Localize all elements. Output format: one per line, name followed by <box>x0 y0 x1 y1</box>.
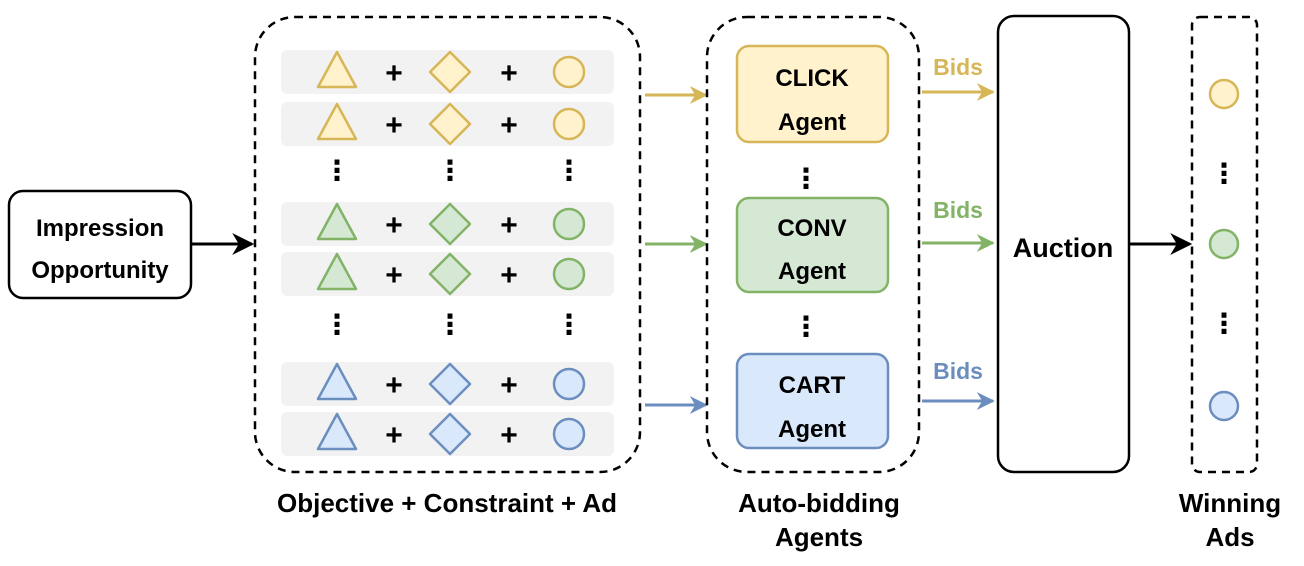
constraint-diamond-icon <box>428 252 472 296</box>
combo-ellipsis: ⋮ <box>555 155 583 186</box>
auction-box <box>996 14 1131 474</box>
combo-row-green: ++ <box>281 252 614 296</box>
constraint-diamond-icon <box>428 202 472 246</box>
winning-ad-yellow-circle-icon <box>1208 78 1240 110</box>
winning-caption-line2: Ads <box>1205 522 1254 552</box>
click-agent-box <box>735 44 890 144</box>
click-agent: CLICK Agent <box>735 44 890 144</box>
combo-ellipsis: ⋮ <box>436 309 464 340</box>
cart-bids-label: Bids <box>933 358 983 384</box>
agents-ellipsis-top: ⋮ <box>792 163 820 194</box>
objective-triangle-icon <box>316 50 358 89</box>
plus-sign: + <box>385 209 403 242</box>
combo-row-yellow: ++ <box>281 102 614 146</box>
winning-ad-green-circle-icon <box>1208 228 1240 260</box>
plus-sign: + <box>385 369 403 402</box>
plus-sign: + <box>500 109 518 142</box>
ad-circle-icon <box>552 367 586 401</box>
plus-sign: + <box>385 109 403 142</box>
combo-row-green: ++ <box>281 202 614 246</box>
combo-ellipses: ⋮ ⋮ ⋮ ⋮ ⋮ ⋮ <box>323 155 583 340</box>
ad-circle-icon <box>552 207 586 241</box>
constraint-diamond-icon <box>428 412 472 456</box>
impression-label-line2: Opportunity <box>31 257 169 284</box>
cart-agent-line2: Agent <box>778 416 846 443</box>
cart-agent-box <box>735 352 890 450</box>
conv-agent: CONV Agent <box>735 196 890 294</box>
conv-bids-label: Bids <box>933 197 983 223</box>
objective-triangle-icon <box>316 102 358 141</box>
combos-container <box>253 15 642 474</box>
impression-opportunity-node: Impression Opportunity <box>7 189 193 300</box>
ad-circle-icon <box>552 107 586 141</box>
objective-triangle-icon <box>316 412 358 451</box>
objective-triangle-icon <box>316 362 358 401</box>
click-bids-label: Bids <box>933 54 983 80</box>
combos-caption: Objective + Constraint + Ad <box>277 488 617 518</box>
conv-agent-line2: Agent <box>778 258 846 285</box>
winning-ellipsis-bottom: ⋮ <box>1210 308 1238 339</box>
combo-rows: ++++++++++++ <box>281 50 614 456</box>
constraint-diamond-icon <box>428 50 472 94</box>
conv-agent-line1: CONV <box>777 215 846 242</box>
agents-ellipsis-bottom: ⋮ <box>792 311 820 342</box>
click-agent-line2: Agent <box>778 109 846 136</box>
combo-ellipsis: ⋮ <box>555 309 583 340</box>
cart-agent-line1: CART <box>779 372 846 399</box>
winning-ad-blue-circle-icon <box>1208 390 1240 422</box>
combo-row-blue: ++ <box>281 412 614 456</box>
combo-ellipsis: ⋮ <box>323 309 351 340</box>
combo-row-yellow: ++ <box>281 50 614 94</box>
agents-caption-line2: Agents <box>775 522 863 552</box>
winning-caption-line1: Winning <box>1179 488 1281 518</box>
plus-sign: + <box>500 209 518 242</box>
combo-ellipsis: ⋮ <box>323 155 351 186</box>
constraint-diamond-icon <box>428 362 472 406</box>
plus-sign: + <box>500 259 518 292</box>
plus-sign: + <box>500 369 518 402</box>
combo-row-blue: ++ <box>281 362 614 406</box>
plus-sign: + <box>385 57 403 90</box>
plus-sign: + <box>500 57 518 90</box>
objective-triangle-icon <box>316 202 358 241</box>
objective-triangle-icon <box>316 252 358 291</box>
auction-label: Auction <box>1013 233 1114 263</box>
click-agent-line1: CLICK <box>775 65 849 92</box>
combo-ellipsis: ⋮ <box>436 155 464 186</box>
ad-circle-icon <box>552 417 586 451</box>
constraint-diamond-icon <box>428 102 472 146</box>
impression-label-line1: Impression <box>36 215 164 242</box>
agents-container <box>705 15 921 474</box>
plus-sign: + <box>500 419 518 452</box>
conv-agent-box <box>735 196 890 294</box>
auction-node: Auction <box>996 14 1131 474</box>
agents-caption-line1: Auto-bidding <box>738 488 900 518</box>
cart-agent: CART Agent <box>735 352 890 450</box>
plus-sign: + <box>385 259 403 292</box>
winning-ellipsis-top: ⋮ <box>1210 158 1238 189</box>
winning-ads-container <box>1190 15 1259 474</box>
ad-circle-icon <box>552 257 586 291</box>
impression-box <box>7 189 193 300</box>
ad-circle-icon <box>552 55 586 89</box>
plus-sign: + <box>385 419 403 452</box>
